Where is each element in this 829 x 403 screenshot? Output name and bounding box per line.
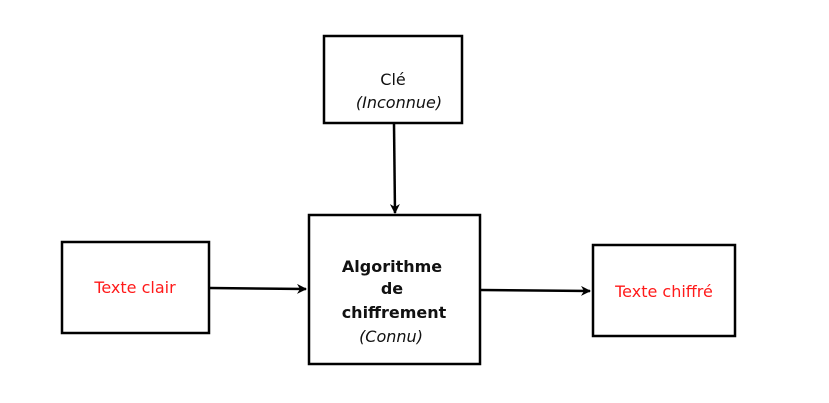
algorithm-line-2: de (381, 279, 403, 298)
plaintext-box (60, 240, 211, 335)
algorithm-box (307, 213, 482, 366)
algorithm-note: (Connu) (359, 327, 423, 346)
ciphertext-label: Texte chiffré (614, 282, 713, 301)
arrow-algorithm-to-ciphertext (480, 285, 591, 296)
algorithm-line-3: chiffrement (342, 303, 447, 322)
ciphertext-box (591, 243, 737, 338)
key-note: (Inconnue) (356, 93, 442, 112)
key-title: Clé (380, 70, 405, 89)
arrow-key-to-algorithm (389, 123, 400, 214)
key-box (322, 34, 464, 125)
plaintext-label: Texte clair (93, 278, 176, 297)
algorithm-line-1: Algorithme (342, 257, 442, 276)
arrow-plaintext-to-algorithm (209, 283, 307, 294)
